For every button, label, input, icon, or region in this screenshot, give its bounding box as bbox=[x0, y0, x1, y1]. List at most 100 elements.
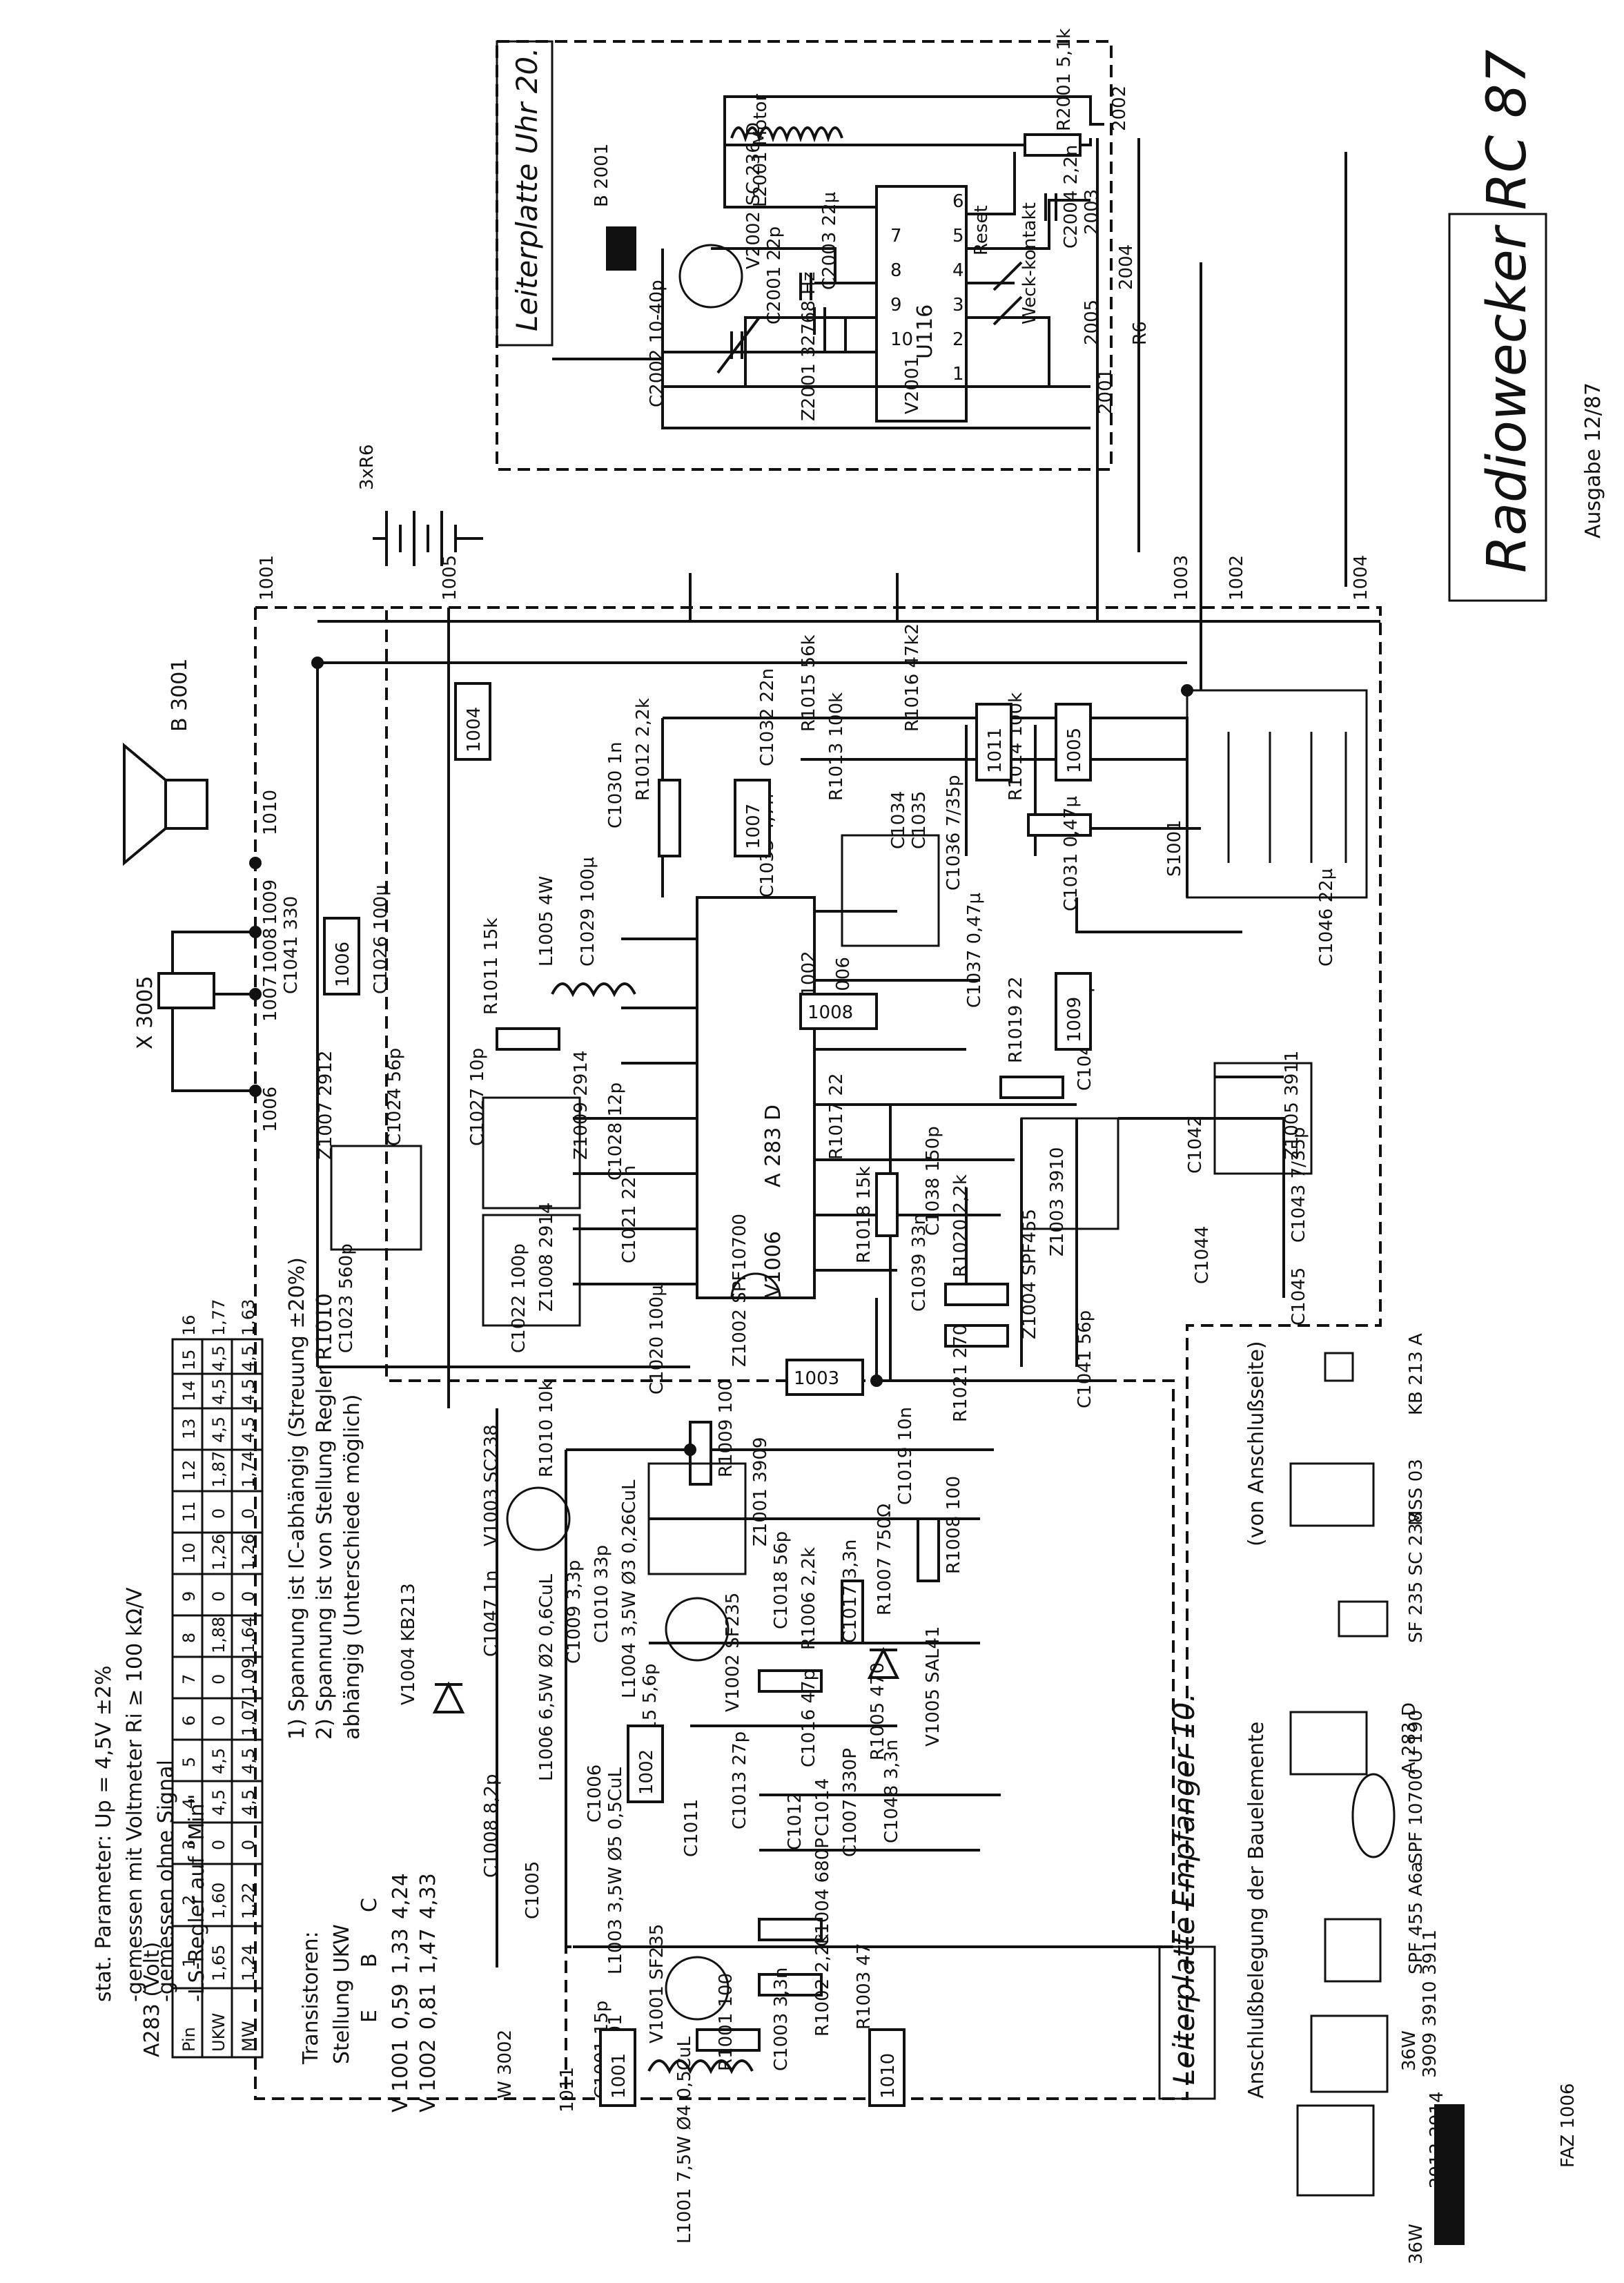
svg-text:1004: 1004 bbox=[464, 707, 485, 752]
b2001-label: B 2001 bbox=[591, 144, 612, 207]
l1003-label: L1003 3,5W Ø5 0,5CuL bbox=[605, 1767, 626, 1974]
pin-table-r0c15: 4,5 bbox=[209, 1345, 228, 1372]
r1018-body bbox=[875, 1172, 899, 1237]
r1005-label: R1005 470 bbox=[868, 1662, 888, 1760]
c1042-label: C1042 bbox=[1185, 1116, 1206, 1174]
junction bbox=[249, 1085, 262, 1097]
svg-text:1009: 1009 bbox=[1064, 997, 1085, 1042]
weck-label: Weck-kontakt bbox=[1019, 202, 1040, 324]
clock-board-label: Leiterplatte Uhr 20. bbox=[510, 48, 544, 331]
pin-table-r0c9: 0 bbox=[209, 1591, 228, 1602]
pinout-label-36w-top: 36W bbox=[1399, 2030, 1420, 2071]
r1005-body bbox=[758, 1669, 823, 1693]
svg-text:1001: 1001 bbox=[609, 2053, 629, 2099]
r2001-label: R2001 5,1k bbox=[1054, 28, 1075, 131]
c1046-label: C1046 22µ bbox=[1316, 868, 1337, 966]
c1021-label: C1021 22n bbox=[619, 1165, 640, 1263]
v1001-label: V1001 SF235 bbox=[647, 1924, 667, 2043]
z1009-filter bbox=[482, 1096, 581, 1209]
v1004-label: V1004 KB213 bbox=[398, 1583, 419, 1705]
v1004-diode bbox=[432, 1681, 465, 1713]
term-1010-side: 1010 bbox=[260, 790, 281, 835]
params-line-2: -gemessen ohne Signal bbox=[154, 1760, 178, 2002]
clock-pin-7: 7 bbox=[890, 226, 902, 246]
pin-table-r1c5: 4,5 bbox=[239, 1748, 258, 1774]
rail-vertical bbox=[447, 608, 1173, 1968]
pin-table-r0c10: 1,26 bbox=[209, 1534, 228, 1571]
c1012-label: C1012 bbox=[785, 1792, 805, 1850]
w3002-label: W 3002 bbox=[495, 2030, 516, 2099]
r1009-label: R1009 100 bbox=[716, 1379, 736, 1477]
if-section-wires bbox=[889, 1076, 1285, 1381]
z1001-label: Z1001 3909 bbox=[750, 1437, 771, 1546]
clock-pin-9: 9 bbox=[890, 295, 902, 315]
svg-text:1005: 1005 bbox=[1064, 728, 1085, 773]
terminal-1005a: 1005 bbox=[1055, 703, 1092, 781]
pinout-label-2912: 2912 2914 bbox=[1427, 2091, 1447, 2188]
pin-table-r0c12: 1,87 bbox=[209, 1451, 228, 1488]
c1030-label: C1030 1n bbox=[605, 741, 626, 828]
pin-table-h3: 3 bbox=[179, 1840, 199, 1850]
r1007-body bbox=[841, 1580, 864, 1644]
c1038-label: C1038 150p bbox=[923, 1126, 943, 1236]
l1001-coil bbox=[647, 2059, 754, 2075]
clock-ic bbox=[875, 185, 968, 422]
weck-contact bbox=[992, 261, 1023, 326]
l1004-label: L1004 3,5W Ø3 0,26CuL bbox=[619, 1479, 640, 1698]
z2001-label: Z2001 32768 Hz bbox=[799, 272, 819, 421]
clock-pin-6: 6 bbox=[952, 191, 964, 212]
transistor-table: Transistoren: Stellung UKW E B C V 1001 … bbox=[299, 1873, 440, 2112]
pin-table-r0c16: 1,77 bbox=[209, 1299, 228, 1336]
c1010-label: C1010 33p bbox=[591, 1545, 612, 1643]
pin-table-h13: 13 bbox=[179, 1418, 199, 1439]
clock-pin-8: 8 bbox=[890, 260, 902, 281]
b2001-body bbox=[606, 226, 636, 271]
c1041b-label: C1041 56p bbox=[1075, 1310, 1095, 1408]
pinout-3909-box bbox=[1310, 2014, 1389, 2093]
params-line-3: -LS-Regler auf "Min" bbox=[185, 1794, 209, 2002]
c1011-label: C1011 bbox=[681, 1799, 702, 1857]
junction bbox=[249, 857, 262, 869]
transistor-h3: C bbox=[358, 1898, 382, 1912]
v2002-label: V2002 SC 236 D bbox=[743, 122, 764, 269]
term-1007-side: 1007 bbox=[260, 976, 281, 1022]
v1002-circle bbox=[665, 1597, 730, 1662]
terminal-1006a: 1006 bbox=[323, 917, 360, 995]
pinout-label-a283: A 283 D bbox=[1399, 1702, 1420, 1774]
pinout-spf10700-shape bbox=[1351, 1773, 1396, 1858]
pin-table-r1c10: 1,26 bbox=[239, 1534, 258, 1571]
note-3: abhängig (Unterschiede möglich) bbox=[340, 1395, 364, 1740]
terminal-1007a: 1007 bbox=[734, 779, 771, 857]
pin-table-h2: 2 bbox=[179, 1895, 199, 1905]
switch-s1001-contacts bbox=[1227, 732, 1347, 863]
r1007-label: R1007 750Ω bbox=[874, 1504, 895, 1615]
note-2: 2) Spannung ist von Stellung Regler R101… bbox=[313, 1293, 337, 1740]
svg-text:1011: 1011 bbox=[985, 728, 1006, 773]
z1008-label: Z1008 2914 bbox=[536, 1203, 557, 1312]
c1017-label: C1017 3,3n bbox=[840, 1539, 861, 1643]
battery-label: 3xR6 bbox=[357, 444, 378, 490]
c1014-label: C1014 bbox=[812, 1778, 833, 1836]
r1008-label: R1008 100 bbox=[943, 1476, 964, 1574]
l1005-coil bbox=[551, 982, 636, 998]
pinout-section: Anschlußbelegung der Bauelemente (von An… bbox=[1244, 1333, 1578, 2264]
term-1009-side: 1009 bbox=[260, 880, 281, 925]
battery-symbol bbox=[373, 511, 483, 566]
clock-pin-5: 5 bbox=[952, 226, 964, 246]
z1008-filter bbox=[482, 1214, 581, 1327]
clock-term-2004: 2004 bbox=[1116, 244, 1137, 290]
jack-body bbox=[157, 972, 215, 1009]
terminal-1008a: 1008 bbox=[799, 993, 878, 1030]
pin-table-h0: Pin bbox=[179, 2027, 199, 2052]
c1032-label: C1032 22n bbox=[757, 668, 778, 766]
pin-table-h12: 12 bbox=[179, 1459, 199, 1481]
c1044-label: C1044 bbox=[1192, 1226, 1213, 1284]
c2004-cap bbox=[1044, 193, 1057, 221]
motor-label: L2001 Motor bbox=[750, 94, 771, 207]
c1041-label: C1041 330 bbox=[281, 896, 302, 994]
z1004-label: Z1004 SPF455 bbox=[1019, 1209, 1040, 1339]
r1003-label: R1003 47 bbox=[854, 1943, 874, 2030]
pinout-label-spf455: SPF 455 A6a bbox=[1406, 1861, 1427, 1974]
clock-ic-name: U116 bbox=[913, 304, 937, 359]
transistor-r0c2: 1,33 bbox=[389, 1928, 413, 1974]
